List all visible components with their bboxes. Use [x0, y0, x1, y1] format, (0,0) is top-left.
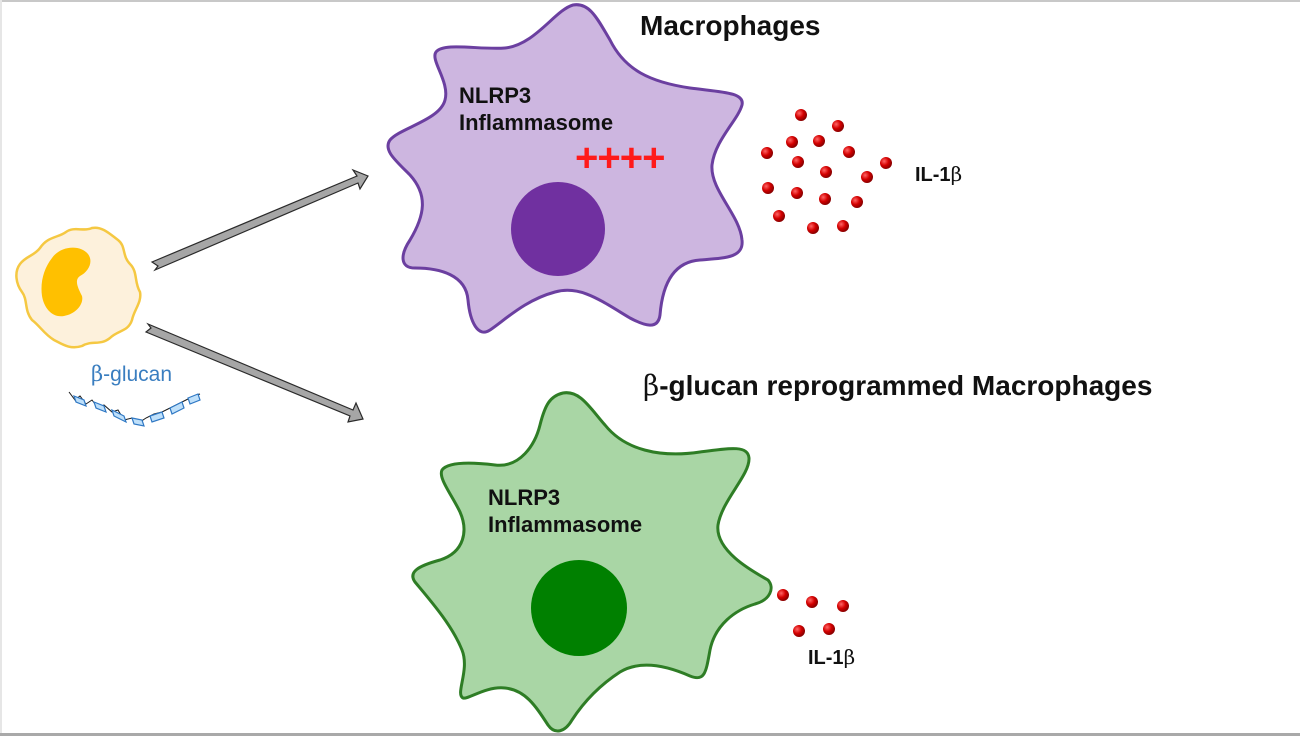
il1b-particle — [832, 120, 844, 132]
frame-left-border — [0, 0, 2, 736]
reprogrammed-macrophages-title: β-glucan reprogrammed Macrophages — [643, 369, 1152, 402]
arrow-to-reprogrammed-macrophages — [144, 322, 364, 423]
title-text: -glucan reprogrammed Macrophages — [659, 370, 1153, 401]
il1b-particle — [813, 135, 825, 147]
reprogrammed-macrophage-cell — [411, 391, 773, 733]
beta-glucan-label: β-glucan — [91, 362, 172, 387]
il1b-particle — [793, 625, 805, 637]
il1b-particle — [791, 187, 803, 199]
il1b-particle — [795, 109, 807, 121]
il1b-particle — [843, 146, 855, 158]
inflammasome-line: Inflammasome — [459, 110, 614, 135]
il1b-particle — [851, 196, 863, 208]
il1-text: IL-1 — [915, 164, 951, 186]
il1b-particles-high — [761, 109, 892, 234]
beta-symbol: β — [950, 162, 963, 186]
beta-symbol: β — [643, 369, 660, 402]
macrophage-membrane — [386, 3, 744, 334]
macrophage-nucleus — [511, 182, 605, 276]
source-cell — [15, 226, 142, 349]
il1b-particle — [786, 136, 798, 148]
il1b-particle — [773, 210, 785, 222]
il1b-particle — [807, 222, 819, 234]
source-cell-nucleus — [41, 247, 91, 317]
il1b-label-high: IL-1β — [915, 162, 962, 187]
nlrp3-line: NLRP3 — [488, 485, 561, 510]
il1b-particle — [820, 166, 832, 178]
frame-top-border — [0, 0, 1300, 2]
macrophage-cell — [386, 3, 744, 334]
inflammasome-line: Inflammasome — [488, 512, 643, 537]
macrophages-title: Macrophages — [640, 10, 821, 41]
source-cell-membrane — [15, 226, 142, 349]
beta-symbol: β — [91, 362, 104, 386]
nlrp3-label-macrophages: NLRP3 Inflammasome — [459, 82, 613, 136]
il1b-particle — [880, 157, 892, 169]
beta-glucan-chain-icon — [68, 391, 201, 427]
arrow-to-macrophages — [150, 168, 369, 272]
il1-text: IL-1 — [808, 647, 844, 669]
inflammasome-activity-marker: ++++ — [575, 136, 665, 180]
beta-symbol: β — [843, 645, 856, 669]
il1b-particle — [823, 623, 835, 635]
il1b-particle — [806, 596, 818, 608]
nlrp3-line: NLRP3 — [459, 83, 532, 108]
il1b-particle — [792, 156, 804, 168]
glucan-text: -glucan — [103, 363, 173, 386]
il1b-particle — [861, 171, 873, 183]
il1b-particle — [837, 600, 849, 612]
il1b-label-low: IL-1β — [808, 645, 855, 670]
nlrp3-label-reprogrammed: NLRP3 Inflammasome — [488, 484, 642, 538]
reprogrammed-macrophage-nucleus — [531, 560, 627, 656]
frame-bottom-border — [0, 733, 1300, 736]
il1b-particle — [762, 182, 774, 194]
il1b-particle — [761, 147, 773, 159]
il1b-particle — [837, 220, 849, 232]
il1b-particle — [777, 589, 789, 601]
il1b-particle — [819, 193, 831, 205]
il1b-particles-low — [777, 589, 849, 637]
